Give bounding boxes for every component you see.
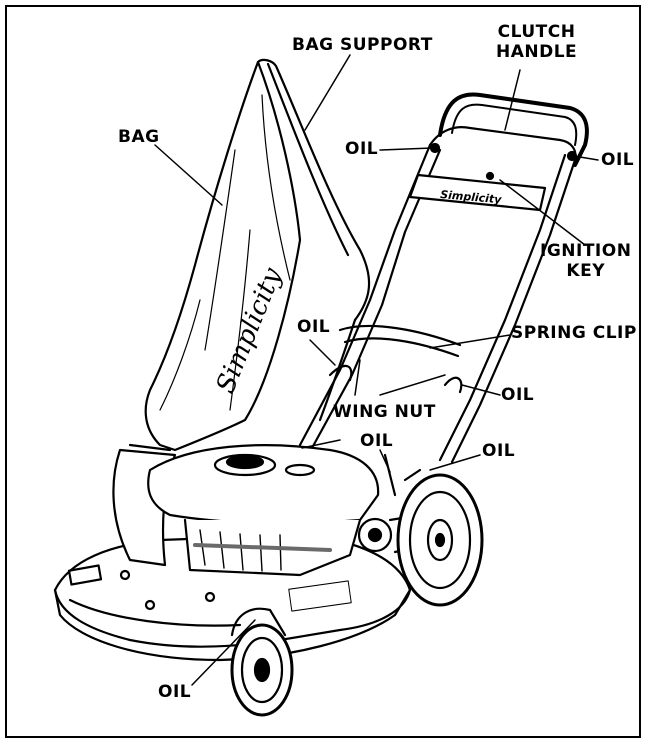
label-wing-nut: WING NUT <box>333 402 436 422</box>
label-ignition-key: IGNITION KEY <box>540 241 632 281</box>
label-clutch-line2: HANDLE <box>496 41 578 62</box>
rear-wheel <box>396 468 484 607</box>
label-bag: BAG <box>118 127 160 147</box>
engine <box>147 444 427 577</box>
bag-support-frame <box>256 58 371 422</box>
label-oil-middle-left: OIL <box>297 317 331 337</box>
diagram-border <box>5 5 641 738</box>
label-ignition-line1: IGNITION <box>540 241 632 261</box>
label-clutch-handle: CLUTCH HANDLE <box>496 22 578 62</box>
front-wheel <box>230 607 294 717</box>
label-oil-engine: OIL <box>360 431 394 451</box>
label-oil-right: OIL <box>501 385 535 405</box>
label-spring-clip: SPRING CLIP <box>511 323 637 343</box>
label-oil-bottom: OIL <box>158 682 192 702</box>
handle-brand-plate: Simplicity <box>440 188 503 206</box>
label-oil-top-left: OIL <box>345 139 379 159</box>
label-ignition-line2: KEY <box>566 260 606 281</box>
label-oil-top-right: OIL <box>601 150 635 170</box>
leader-lines <box>154 54 599 686</box>
handle-assembly: Simplicity <box>298 92 589 464</box>
label-clutch-line1: CLUTCH <box>497 22 576 42</box>
label-bag-support: BAG SUPPORT <box>292 35 433 55</box>
grass-bag: Simplicity <box>144 60 302 452</box>
label-oil-wheel-right: OIL <box>482 441 516 461</box>
